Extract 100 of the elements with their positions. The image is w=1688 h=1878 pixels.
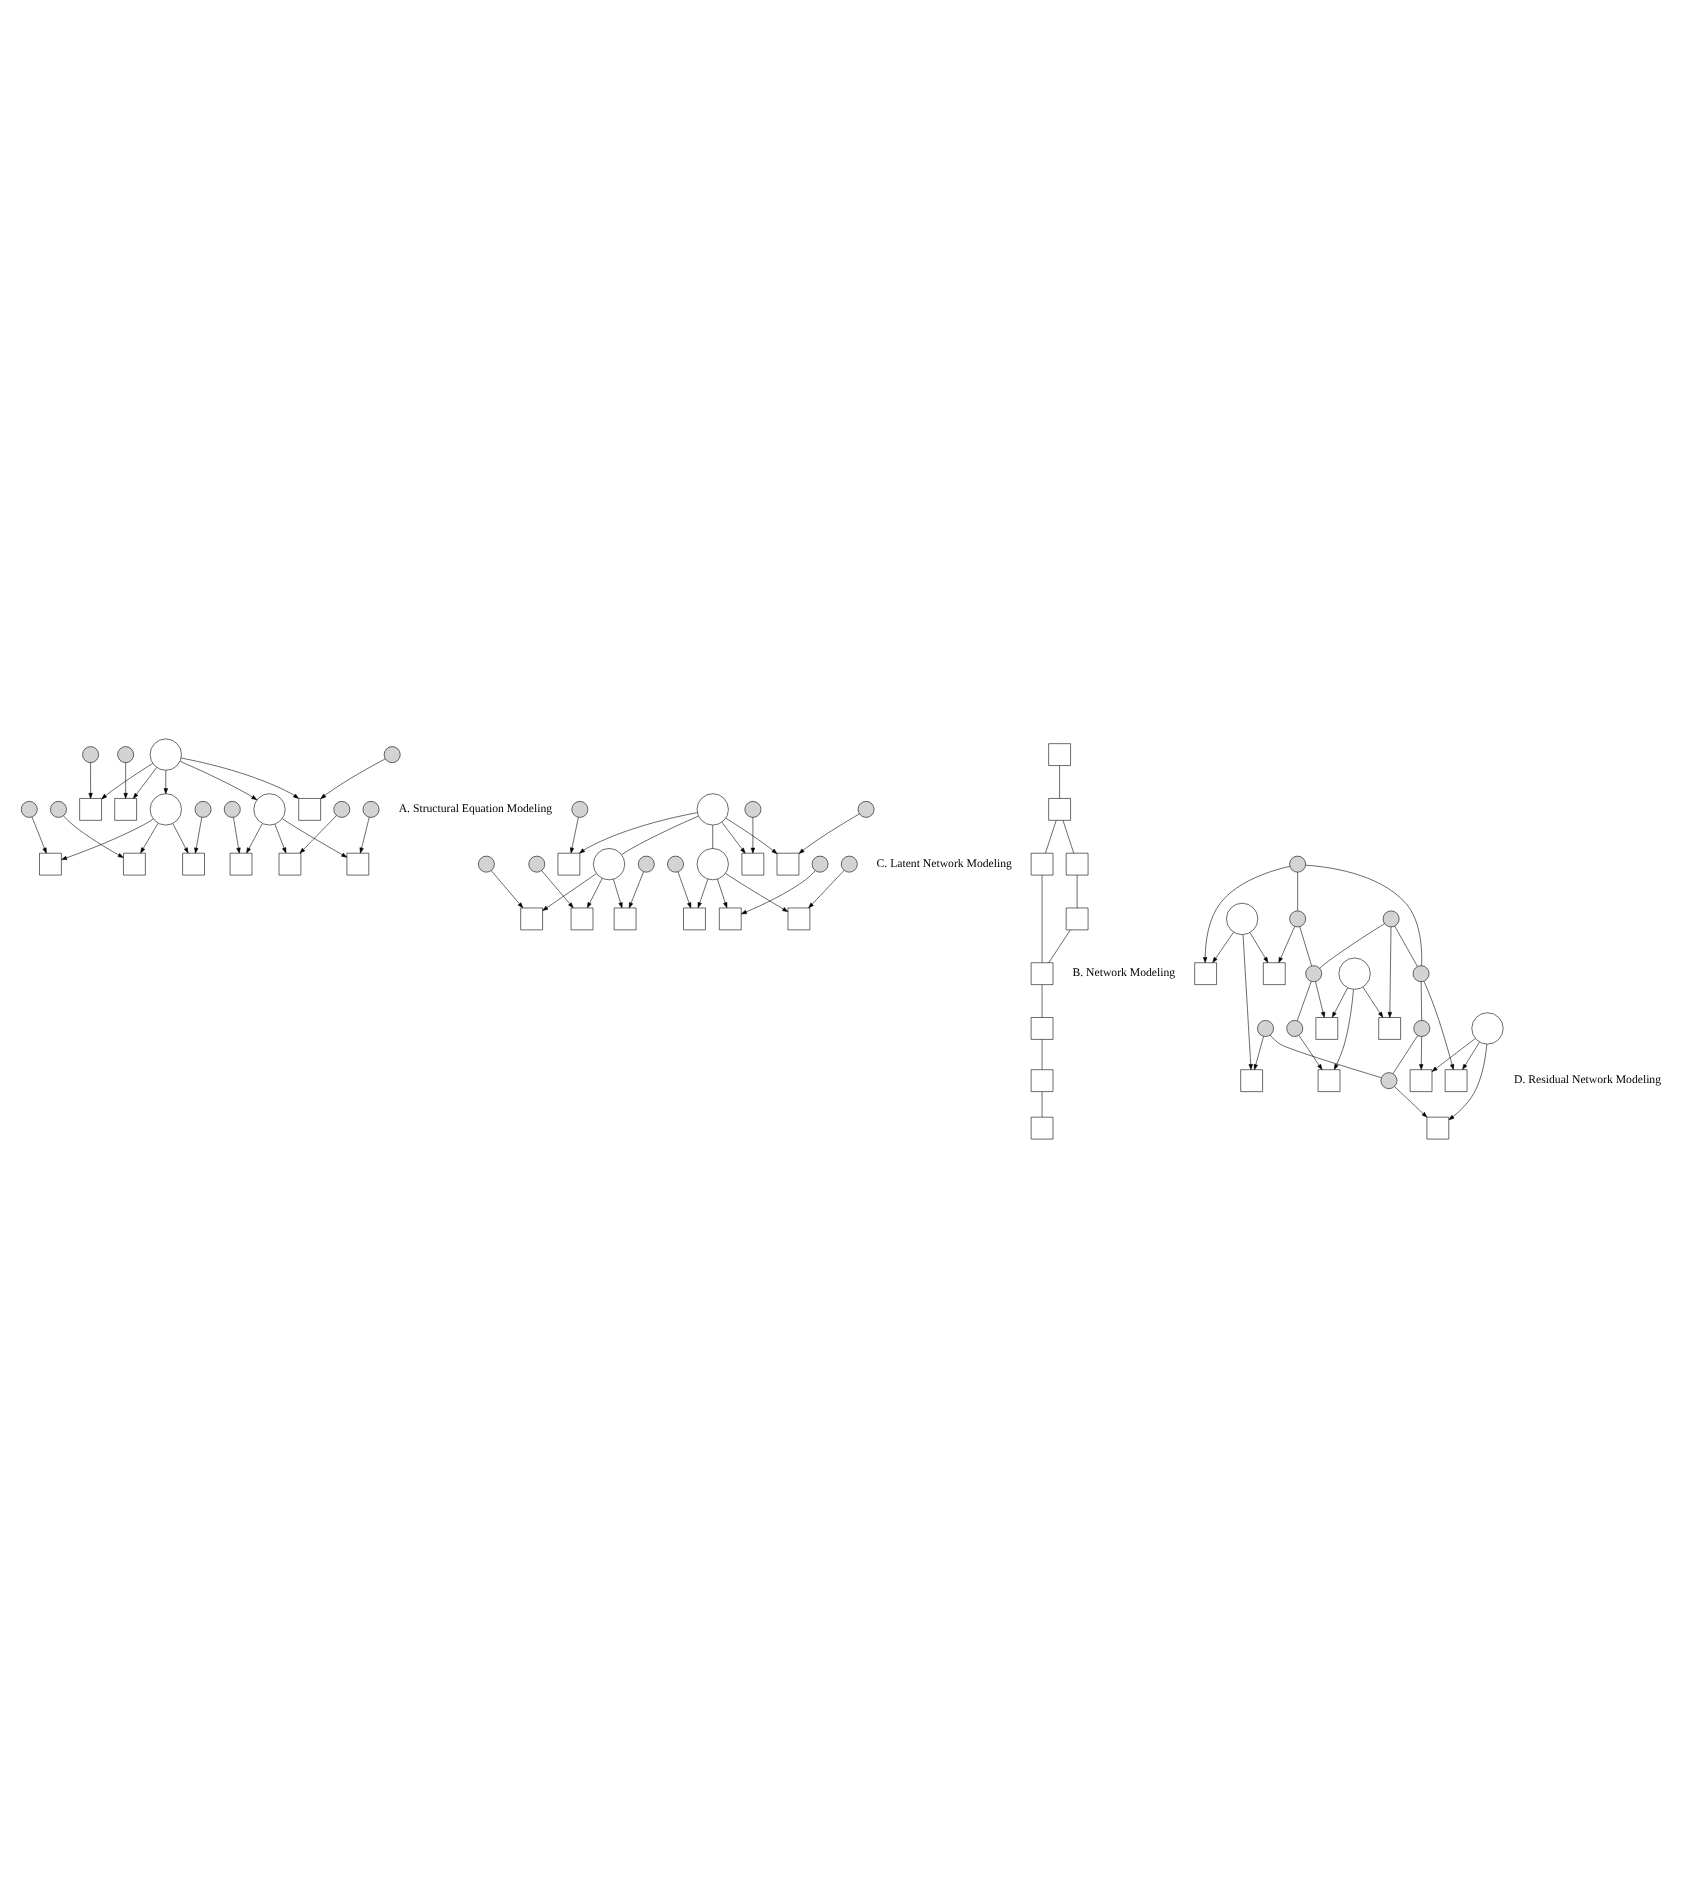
node-box	[39, 852, 62, 876]
arrow	[1298, 1035, 1323, 1070]
arrow	[101, 763, 153, 800]
arrow	[1362, 986, 1384, 1018]
arrow	[133, 767, 157, 799]
node-circle	[333, 801, 351, 818]
node-circle	[696, 848, 729, 881]
arrow	[613, 879, 623, 909]
arrow	[1203, 866, 1291, 963]
node-circle	[1226, 902, 1259, 935]
node-circle	[1286, 1020, 1304, 1037]
arrow	[541, 870, 574, 909]
node-circle	[528, 855, 546, 873]
node-circle	[1412, 965, 1430, 982]
node-circle	[637, 855, 655, 873]
node-box	[1263, 962, 1286, 985]
arrow	[490, 870, 524, 909]
arrow	[1242, 934, 1253, 1070]
node-circle	[840, 855, 858, 873]
node-box	[1240, 1069, 1263, 1092]
node-circle	[82, 746, 99, 763]
node-circle	[811, 855, 829, 873]
arrow	[1394, 1086, 1428, 1118]
node-circle	[478, 855, 495, 873]
node-box	[683, 907, 706, 931]
node-circle	[571, 801, 589, 818]
connector	[1392, 1035, 1419, 1074]
node-circle	[593, 848, 626, 881]
arrow	[1332, 987, 1348, 1018]
node-box	[520, 907, 543, 931]
arrow	[1249, 932, 1269, 963]
arrow	[88, 762, 93, 799]
arrow	[1387, 926, 1392, 1018]
node-circle	[1338, 957, 1371, 990]
arrow	[320, 758, 386, 799]
node-circle	[857, 801, 875, 818]
node-box	[1317, 1069, 1341, 1092]
node-box	[787, 907, 811, 931]
arrow	[194, 817, 202, 854]
node-circle	[383, 746, 401, 763]
node-circle	[20, 801, 38, 818]
arrow	[677, 871, 692, 909]
arrow	[570, 817, 579, 854]
node-box	[123, 852, 146, 876]
node-circle	[744, 801, 762, 818]
arrow	[31, 816, 47, 854]
node-box	[114, 798, 137, 821]
node-circle	[1380, 1072, 1398, 1089]
arrow	[1278, 926, 1295, 963]
arrow	[359, 817, 370, 854]
arrow	[721, 821, 746, 854]
node-circle	[1305, 965, 1323, 982]
arrow	[163, 770, 168, 794]
arrow	[717, 878, 728, 909]
node-box	[741, 852, 765, 876]
node-box	[1065, 852, 1089, 876]
node-box	[229, 852, 253, 876]
arrow	[1334, 989, 1354, 1070]
arrow	[179, 761, 258, 801]
node-circle	[223, 801, 241, 818]
arrow	[1419, 1036, 1424, 1070]
arrow	[1253, 1036, 1264, 1070]
node-circle	[362, 801, 380, 818]
node-box	[182, 852, 205, 876]
arrow	[1431, 1038, 1476, 1072]
arrow	[1462, 1041, 1480, 1070]
node-box	[1048, 743, 1071, 766]
arrow	[741, 870, 816, 915]
arrow	[750, 817, 755, 854]
node-circle	[1257, 1020, 1274, 1037]
node-box	[570, 907, 594, 931]
node-box	[776, 852, 800, 876]
node-box	[1030, 852, 1054, 876]
node-box	[1030, 962, 1054, 985]
node-box	[1409, 1069, 1433, 1092]
node-circle	[1289, 855, 1306, 873]
node-circle	[667, 855, 684, 873]
node-box	[1444, 1069, 1468, 1092]
node-box	[1030, 1017, 1054, 1040]
arrow	[587, 878, 603, 909]
node-circle	[149, 793, 182, 826]
node-box	[1030, 1116, 1054, 1140]
arrow	[1212, 932, 1234, 963]
arrow	[1448, 1043, 1488, 1121]
node-circle	[194, 801, 212, 818]
node-circle	[50, 801, 67, 818]
node-box	[1065, 907, 1089, 931]
arrow	[697, 878, 709, 909]
arrow	[172, 823, 189, 854]
arrow	[274, 824, 287, 854]
node-circle	[1382, 910, 1400, 928]
node-circle	[1289, 910, 1306, 928]
arrow	[123, 762, 128, 799]
arrow	[1315, 981, 1326, 1018]
node-box	[613, 907, 637, 931]
node-circle	[1471, 1012, 1504, 1045]
node-box	[1194, 962, 1217, 985]
node-box	[557, 852, 581, 876]
arrow	[140, 823, 159, 854]
arrow	[798, 813, 860, 854]
